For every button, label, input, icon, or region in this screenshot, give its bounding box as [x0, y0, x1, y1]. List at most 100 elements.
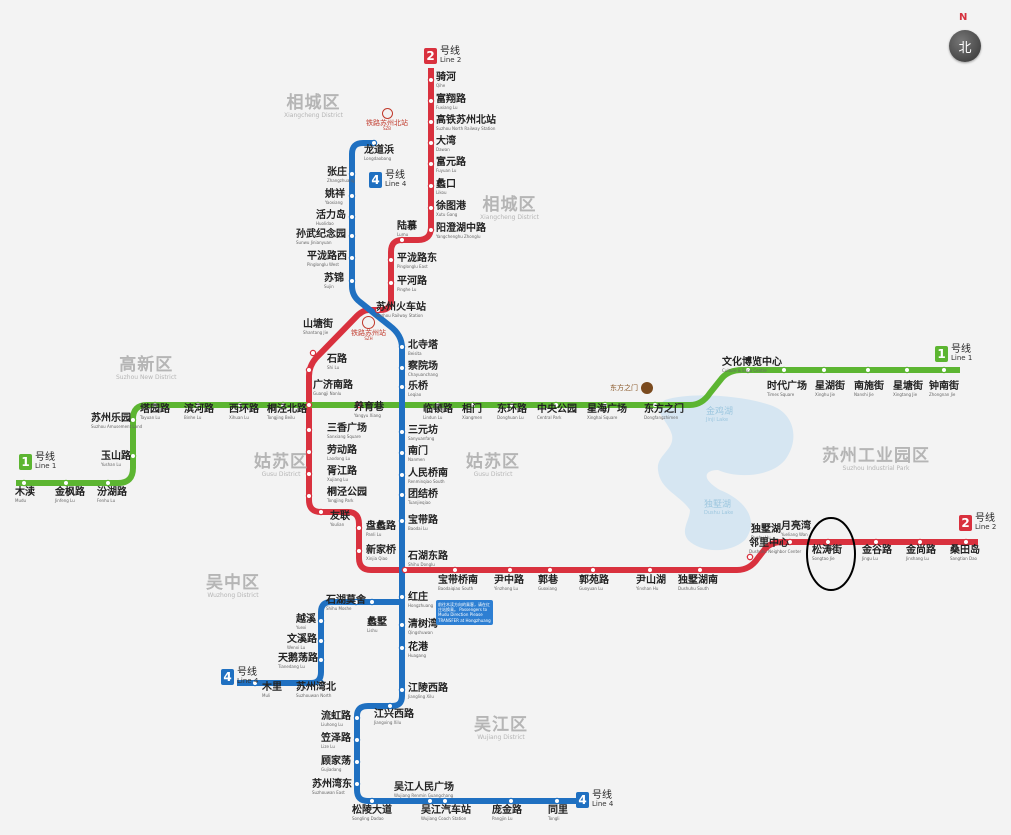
- station-dot[interactable]: [427, 160, 435, 168]
- station-dot[interactable]: [398, 364, 406, 372]
- station-dot[interactable]: [129, 452, 137, 460]
- station-dot[interactable]: [553, 797, 561, 805]
- station-dot[interactable]: [746, 553, 754, 561]
- station-dot[interactable]: [589, 566, 597, 574]
- station-dot[interactable]: [236, 401, 244, 409]
- station-dot[interactable]: [398, 449, 406, 457]
- station-dot[interactable]: [355, 547, 363, 555]
- station-dot[interactable]: [398, 644, 406, 652]
- station-dot[interactable]: [348, 192, 356, 200]
- station-dot[interactable]: [434, 401, 442, 409]
- station-dot[interactable]: [398, 517, 406, 525]
- station-dot[interactable]: [441, 797, 449, 805]
- station-dot[interactable]: [62, 479, 70, 487]
- station-dot[interactable]: [348, 254, 356, 262]
- station-dot[interactable]: [398, 686, 406, 694]
- station-dot[interactable]: [317, 656, 325, 664]
- station-dot[interactable]: [552, 401, 560, 409]
- station-dot[interactable]: [309, 349, 317, 357]
- station-dot[interactable]: [353, 758, 361, 766]
- station-dot[interactable]: [786, 538, 794, 546]
- station-dot[interactable]: [903, 366, 911, 374]
- station-dot[interactable]: [104, 479, 112, 487]
- station-dot[interactable]: [370, 139, 378, 147]
- station-dot[interactable]: [398, 621, 406, 629]
- station-dot[interactable]: [194, 401, 202, 409]
- station-dot[interactable]: [348, 232, 356, 240]
- station-dot[interactable]: [508, 401, 516, 409]
- station-dot[interactable]: [962, 538, 970, 546]
- station-dot[interactable]: [507, 797, 515, 805]
- station-dot[interactable]: [427, 97, 435, 105]
- station-dot[interactable]: [820, 366, 828, 374]
- station-dot[interactable]: [355, 524, 363, 532]
- station-dot[interactable]: [348, 213, 356, 221]
- station-dot[interactable]: [401, 566, 409, 574]
- station-dot[interactable]: [398, 471, 406, 479]
- station-dot[interactable]: [451, 566, 459, 574]
- station-dot[interactable]: [355, 401, 363, 409]
- station-dot[interactable]: [317, 679, 325, 687]
- station-dot[interactable]: [651, 401, 659, 409]
- station-dot[interactable]: [151, 401, 159, 409]
